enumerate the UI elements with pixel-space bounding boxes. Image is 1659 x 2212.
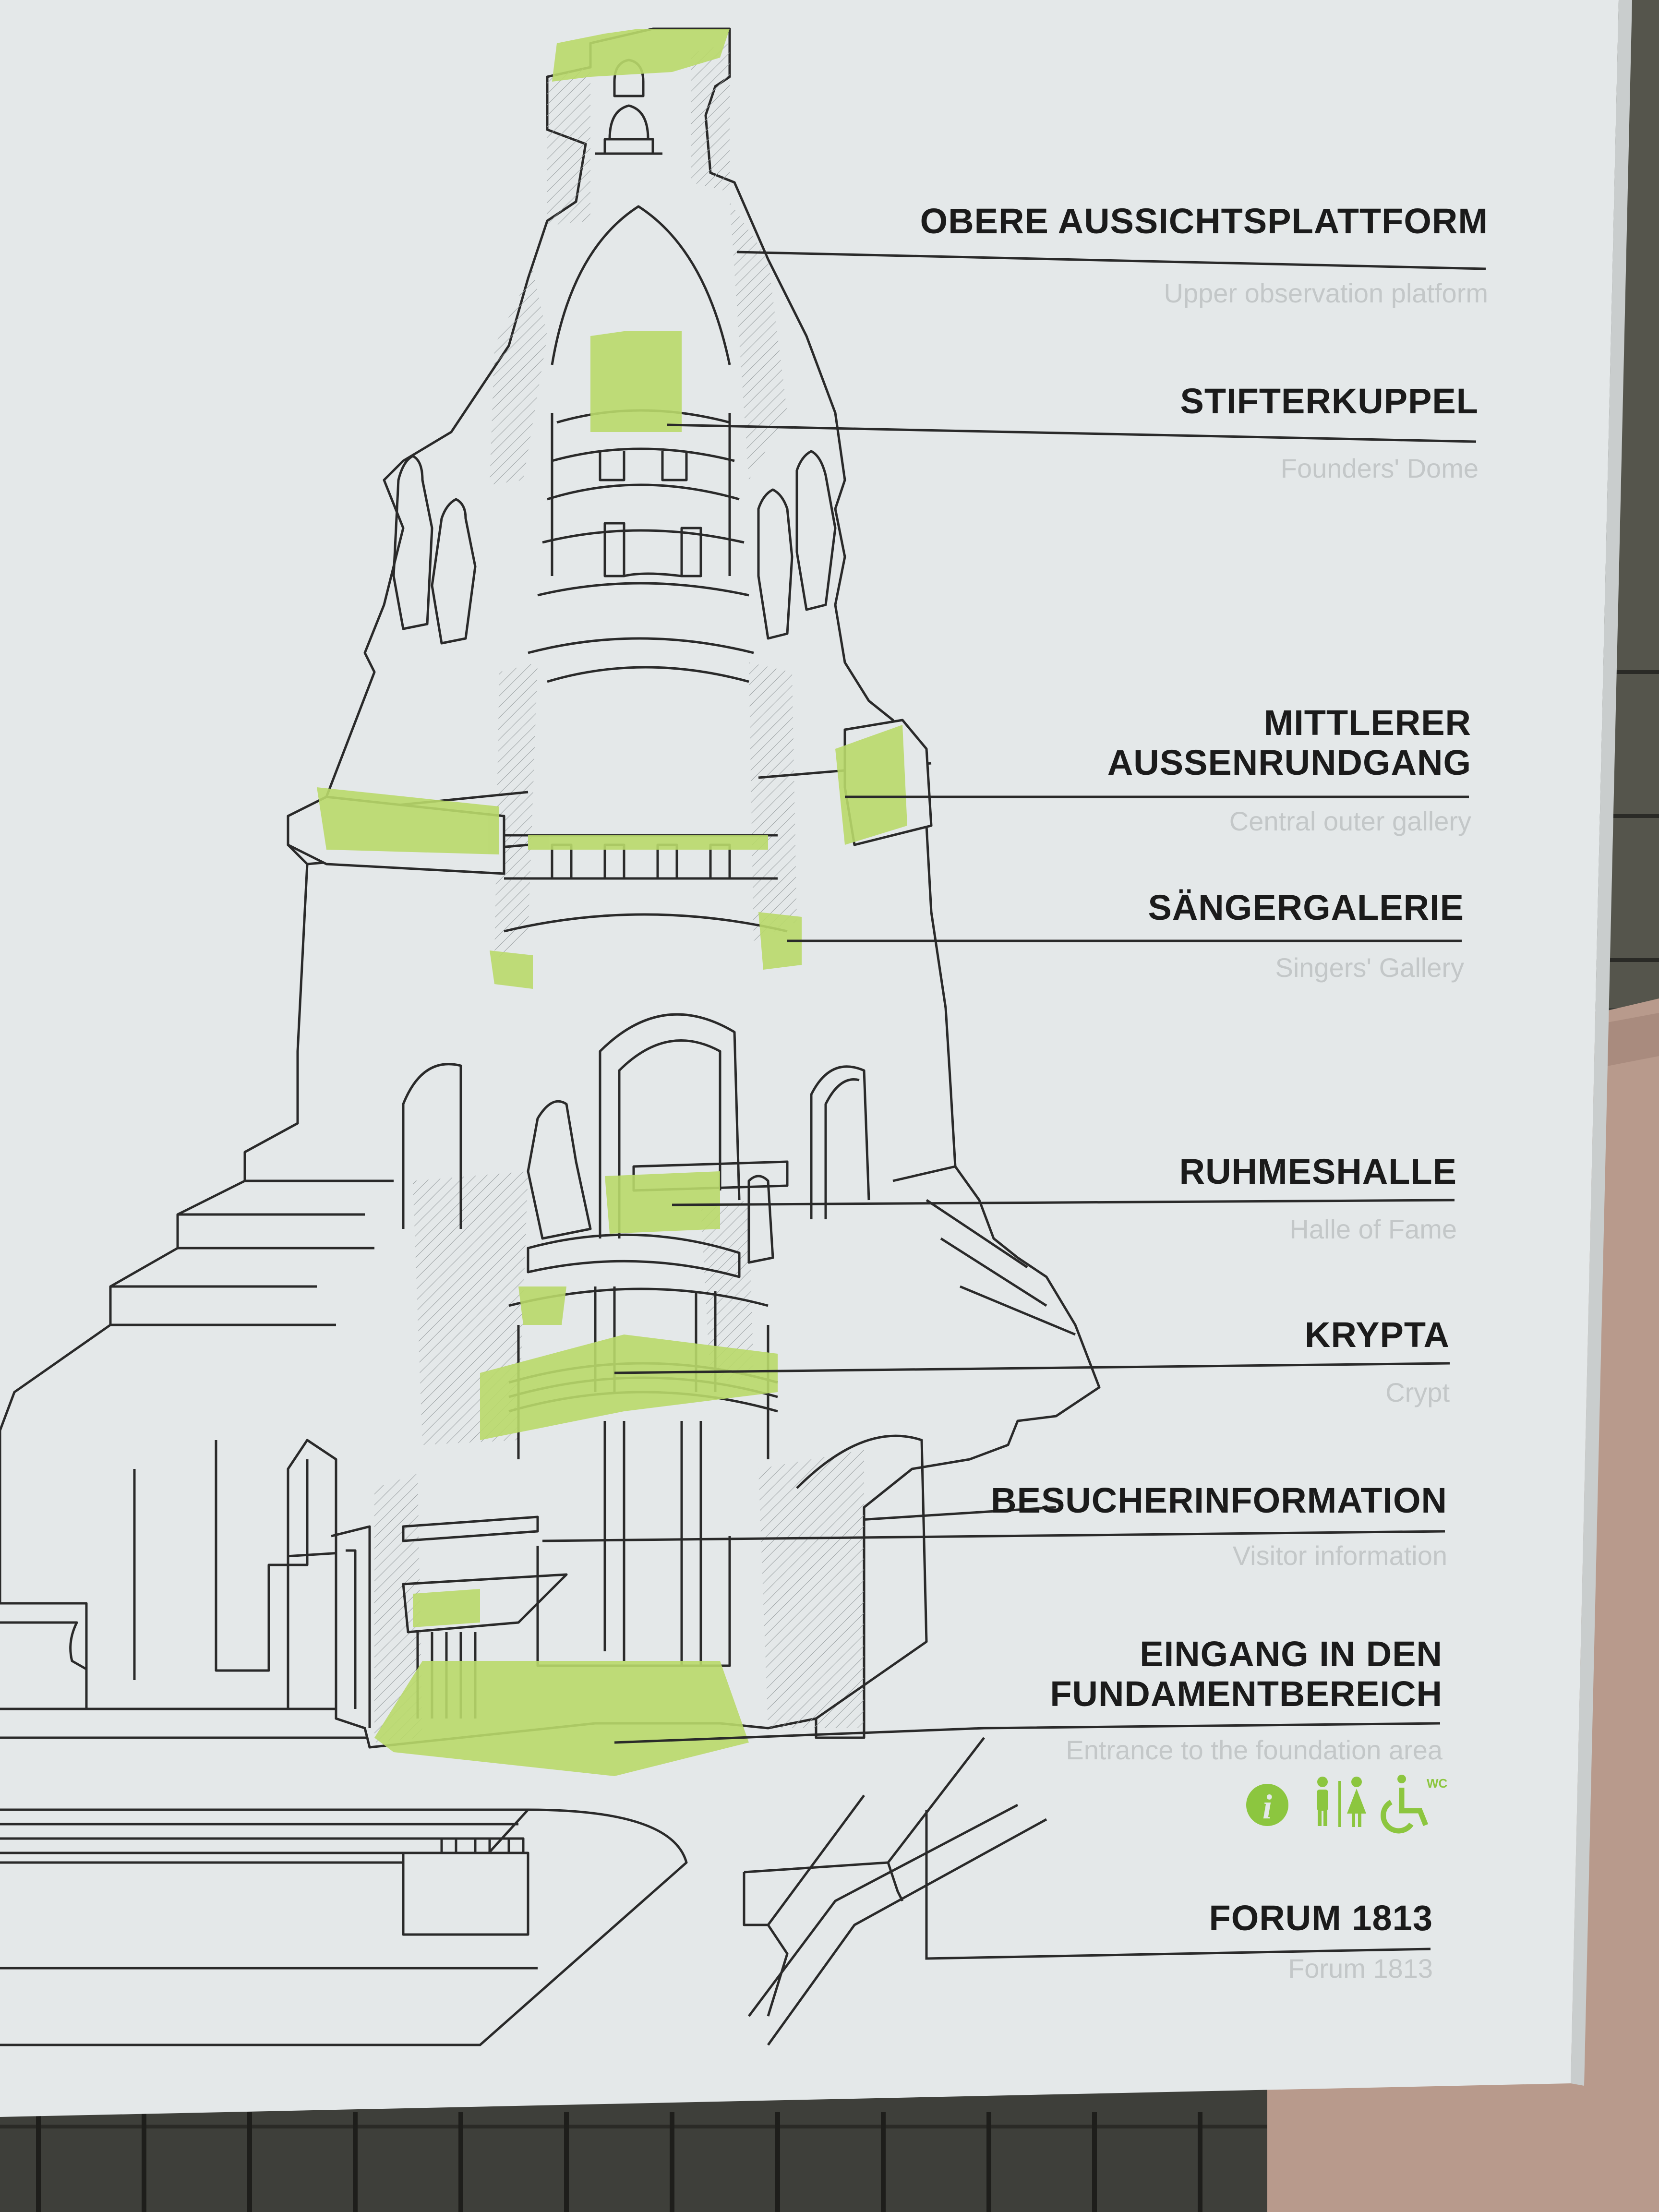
- label-title: KRYPTA: [1305, 1315, 1450, 1355]
- label-title: EINGANG IN DEN FUNDAMENTBEREICH: [1050, 1634, 1443, 1714]
- zone-founders-dome: [590, 331, 682, 432]
- stepped-side-masses: [110, 1165, 1076, 1680]
- label-forum-1813: FORUM 1813 Forum 1813: [864, 1898, 1433, 2004]
- label-subtitle: Crypt: [1385, 1377, 1450, 1407]
- leader-line-foundation-entrance: [614, 1722, 1441, 1744]
- monument-cutaway-drawing: [0, 27, 1101, 2046]
- label-visitor-information: BESUCHERINFORMATION Visitor information: [864, 1480, 1447, 1606]
- svg-text:WC: WC: [1427, 1776, 1448, 1791]
- label-subtitle: Upper observation platform: [1164, 278, 1488, 308]
- background-railing: [36, 2112, 1202, 2212]
- label-subtitle: Central outer gallery: [1229, 806, 1471, 836]
- forum-1813-structure: [743, 1737, 1047, 2046]
- leader-lines: [542, 251, 1486, 1960]
- zone-gallery-ring: [528, 835, 768, 850]
- zone-upper-platform: [552, 29, 730, 82]
- forum-plaza: [0, 1808, 688, 2046]
- zone-hall-of-fame: [605, 1171, 720, 1234]
- wheelchair-access-icon: WC: [1381, 1775, 1448, 1834]
- zone-singers-gallery-right: [758, 912, 802, 970]
- label-subtitle: Singers' Gallery: [1275, 952, 1464, 983]
- label-central-outer-gallery: MITTLERER AUSSENRUNDGANG Central outer g…: [864, 703, 1471, 847]
- central-cylinder: [528, 205, 754, 683]
- label-subtitle: Visitor information: [1232, 1540, 1447, 1571]
- label-title: BESUCHERINFORMATION: [991, 1480, 1447, 1520]
- zone-visitor-information: [413, 1589, 480, 1627]
- leader-line-forum: [925, 1810, 1431, 1960]
- label-upper-observation-platform: OBERE AUSSICHTSPLATTFORM Upper observati…: [864, 201, 1488, 326]
- zone-central-outer-gallery-right: [835, 725, 907, 845]
- label-subtitle: Founders' Dome: [1280, 453, 1479, 483]
- label-foundation-entrance: EINGANG IN DEN FUNDAMENTBEREICH Entrance…: [864, 1634, 1443, 1779]
- label-title: STIFTERKUPPEL: [1180, 381, 1479, 421]
- zone-central-outer-gallery-left: [317, 787, 499, 854]
- label-title: RUHMESHALLE: [1179, 1152, 1457, 1191]
- label-singers-gallery: SÄNGERGALERIE Singers' Gallery: [864, 888, 1464, 1013]
- service-icons: i WC: [1246, 1775, 1448, 1834]
- label-subtitle: Entrance to the foundation area: [1066, 1735, 1443, 1765]
- label-hall-of-fame: RUHMESHALLE Halle of Fame: [864, 1152, 1457, 1277]
- leader-line-founders-dome: [667, 423, 1477, 443]
- label-crypt: KRYPTA Crypt: [864, 1315, 1450, 1440]
- toilets-icon: [1317, 1777, 1366, 1827]
- highlighted-zones: [317, 29, 907, 1776]
- label-subtitle: Forum 1813: [1288, 1953, 1433, 1984]
- label-founders-dome: STIFTERKUPPEL Founders' Dome: [864, 381, 1479, 506]
- leader-line-hall-of-fame: [672, 1199, 1455, 1206]
- hall-of-fame: [402, 1013, 870, 1278]
- guardian-statues: [392, 450, 837, 645]
- label-subtitle: Halle of Fame: [1289, 1214, 1457, 1244]
- zone-singers-gallery-left: [490, 950, 533, 989]
- label-title: FORUM 1813: [1209, 1898, 1433, 1938]
- label-title: OBERE AUSSICHTSPLATTFORM: [920, 201, 1488, 241]
- tower-outer-body: [0, 27, 1101, 1749]
- label-title: MITTLERER AUSSENRUNDGANG: [1107, 703, 1471, 782]
- leader-line-upper-platform: [736, 251, 1486, 270]
- leader-line-visitor-information: [542, 1530, 1445, 1542]
- zone-foundation-entrance: [374, 1661, 749, 1776]
- leader-line-crypt: [614, 1362, 1450, 1374]
- info-icon: i: [1246, 1784, 1288, 1826]
- label-title: SÄNGERGALERIE: [1148, 888, 1464, 927]
- svg-text:i: i: [1262, 1788, 1272, 1826]
- zone-crypt: [480, 1334, 778, 1440]
